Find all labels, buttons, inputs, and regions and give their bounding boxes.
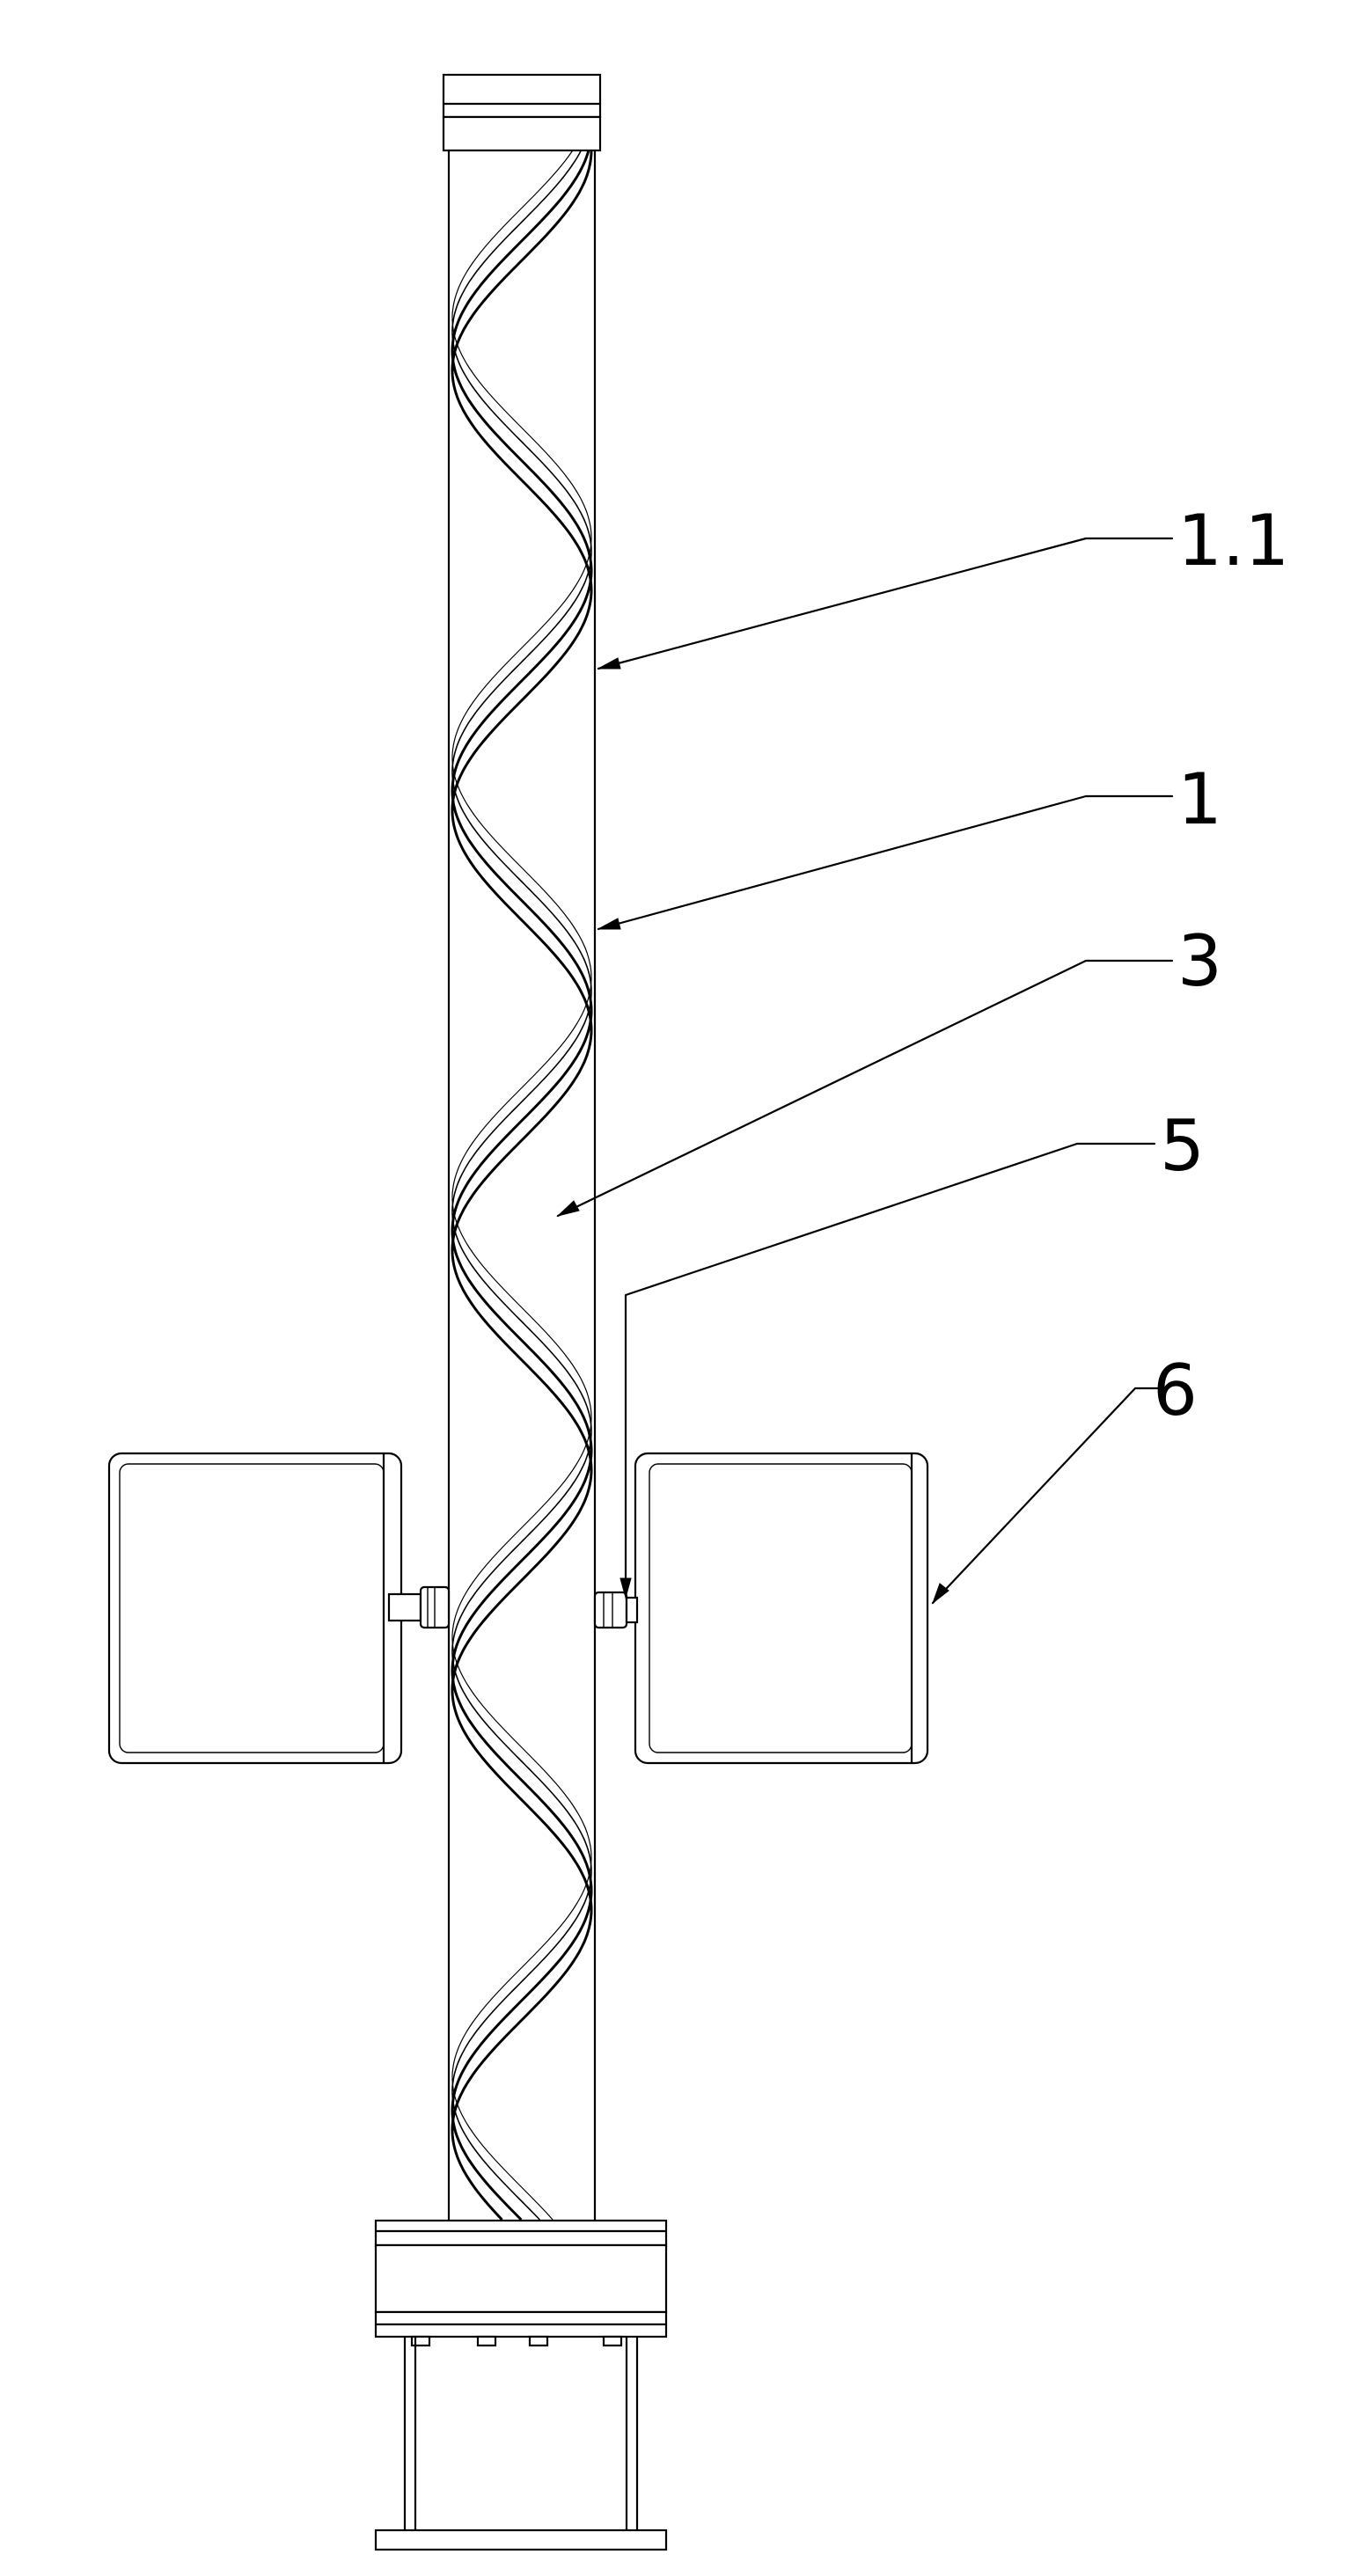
left-panel <box>107 1452 403 1765</box>
helix-edge <box>451 150 593 2221</box>
base-assembly <box>374 2219 668 2551</box>
helical-band <box>451 150 593 2221</box>
label-3: 3 <box>1177 920 1222 1002</box>
left-connector <box>387 1585 451 1629</box>
leader-lines <box>556 537 1174 1605</box>
top-cap <box>442 73 602 152</box>
helix-edge <box>451 150 593 2221</box>
helix-edge <box>451 150 592 2221</box>
right-panel <box>634 1452 929 1765</box>
pole <box>447 149 597 2223</box>
helix-edge <box>451 150 592 2221</box>
right-connector <box>593 1591 639 1629</box>
label-6: 6 <box>1153 1350 1198 1431</box>
label-1-1: 1.1 <box>1177 500 1289 582</box>
label-1: 1 <box>1177 758 1222 840</box>
label-5: 5 <box>1160 1105 1205 1187</box>
